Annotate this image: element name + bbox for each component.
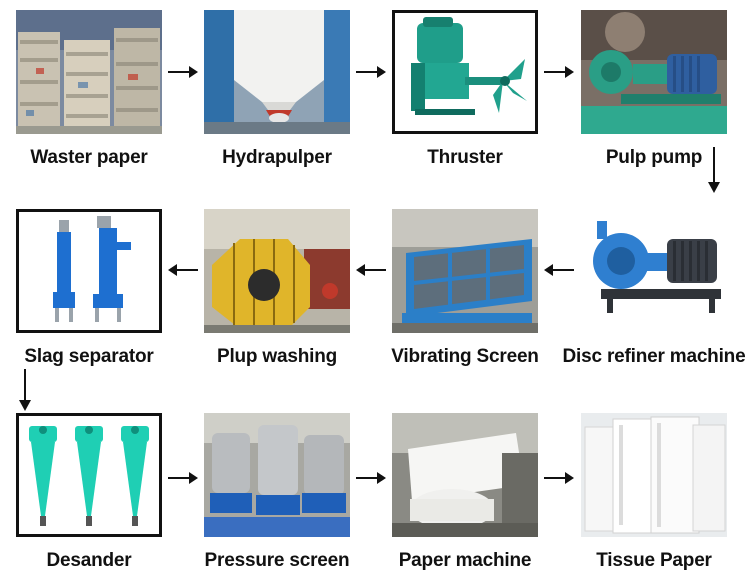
pulp-pump-image [581, 10, 727, 134]
step-label: Desander [46, 550, 132, 571]
step-label: Pressure screen [204, 550, 350, 571]
tissue-paper-image [581, 413, 727, 537]
arrow-right-icon [543, 470, 575, 486]
arrow-right-icon [355, 64, 387, 80]
slag-separator-image [16, 209, 162, 333]
step-label: Vibrating Screen [391, 346, 539, 367]
arrow-left-icon [355, 262, 387, 278]
step-label: Tissue Paper [596, 550, 712, 571]
arrow-down-icon [706, 146, 722, 194]
hydrapulper-image [204, 10, 350, 134]
paper-machine-image [392, 413, 538, 537]
arrow-left-icon [167, 262, 199, 278]
vibrating-screen-image [392, 209, 538, 333]
waste-paper-image [16, 10, 162, 134]
arrow-right-icon [355, 470, 387, 486]
plup-washing-image [204, 209, 350, 333]
arrow-left-icon [543, 262, 575, 278]
arrow-right-icon [167, 470, 199, 486]
step-label: Thruster [427, 147, 503, 168]
step-label: Hydrapulper [222, 147, 332, 168]
step-label: Slag separator [24, 346, 154, 367]
step-label: Disc refiner machine [562, 346, 746, 367]
step-label: Paper machine [398, 550, 532, 571]
thruster-image [392, 10, 538, 134]
step-label: Plup washing [216, 346, 338, 367]
arrow-down-icon [17, 368, 33, 412]
arrow-right-icon [543, 64, 575, 80]
desander-image [16, 413, 162, 537]
disc-refiner-image [581, 209, 727, 333]
arrow-right-icon [167, 64, 199, 80]
step-label: Waster paper [30, 147, 148, 168]
step-label: Pulp pump [605, 147, 703, 168]
pressure-screen-image [204, 413, 350, 537]
